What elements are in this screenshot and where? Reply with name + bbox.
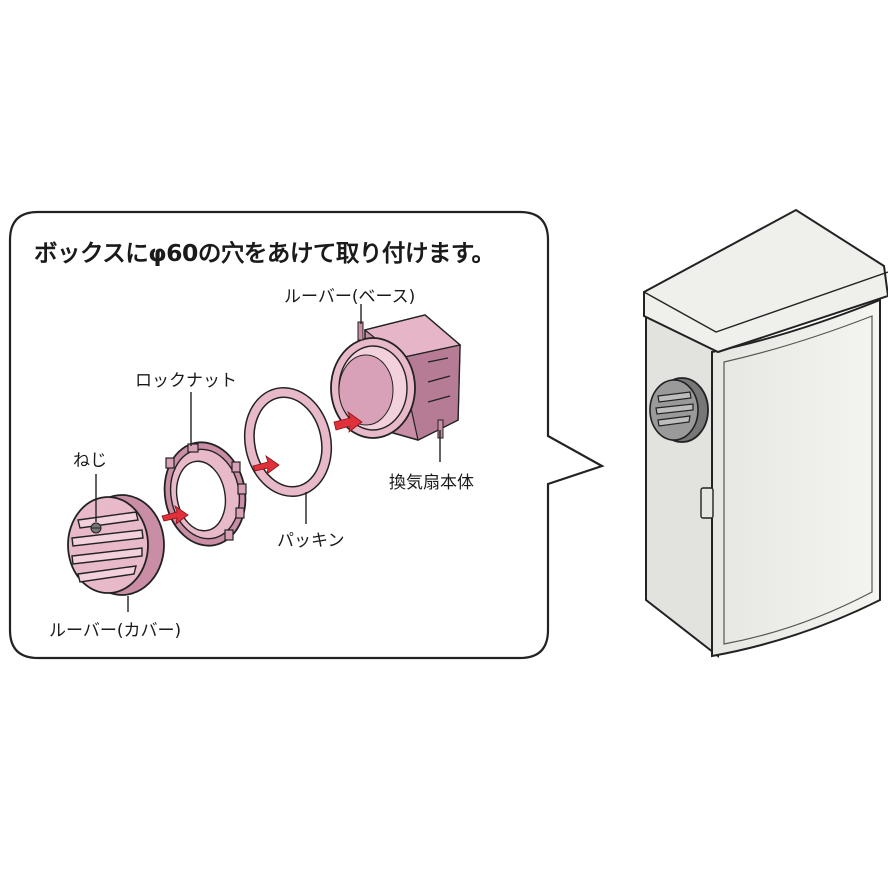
lock-nut-part (161, 441, 247, 547)
label-louver-cover: ルーバー(カバー) (49, 621, 182, 641)
label-screw: ねじ (73, 451, 107, 471)
label-lock-nut: ロックナット (135, 371, 237, 391)
enclosure-box (643, 208, 888, 659)
leader-lines (95, 304, 441, 612)
louver-cover-part (67, 494, 165, 596)
label-fan-body: 換気扇本体 (389, 473, 474, 493)
label-packing: パッキン (277, 531, 345, 551)
label-louver-base: ルーバー(ベース) (284, 287, 416, 307)
packing-part (243, 386, 333, 498)
louver-base-part (330, 314, 462, 441)
instruction-title: ボックスにφ60の穴をあけて取り付けます。 (34, 239, 495, 267)
